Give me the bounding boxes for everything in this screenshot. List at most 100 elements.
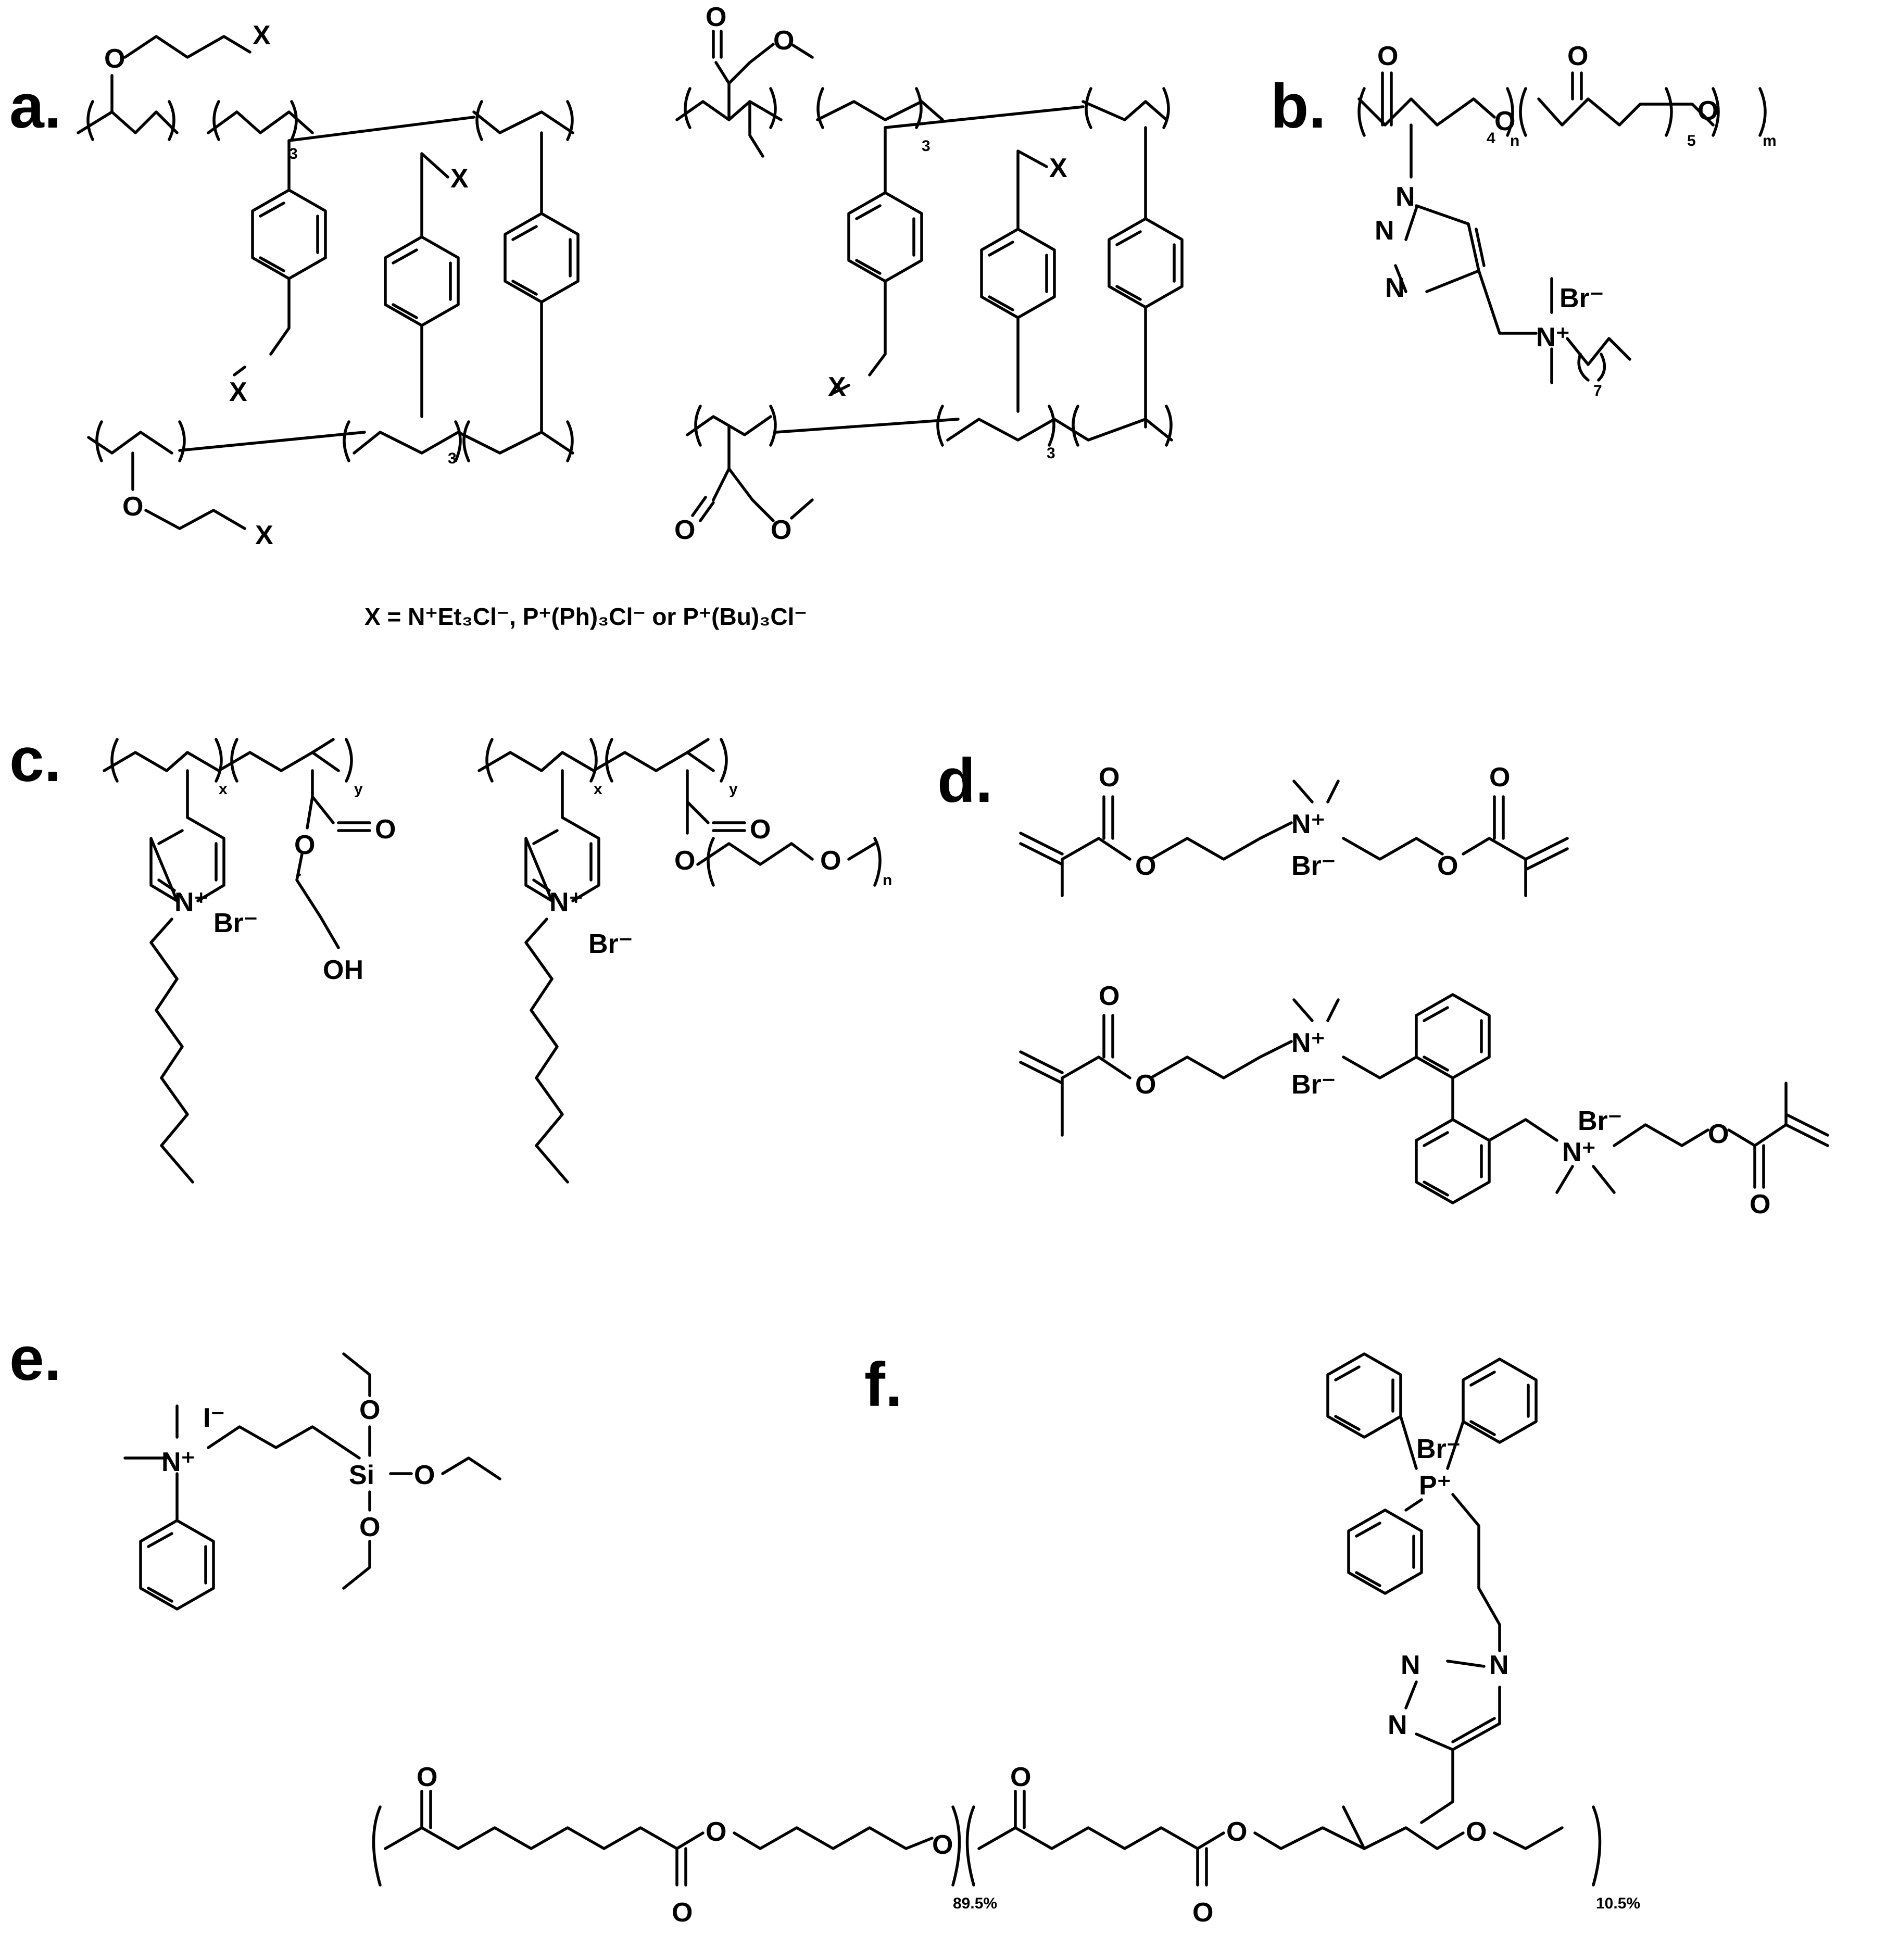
panel-c-left-sub-x: x (219, 781, 228, 798)
panel-c-right-alkyl (524, 918, 569, 1184)
panel-f-carbonyls-2 (1014, 1790, 1366, 1887)
panel-a-repeat-3-1: 3 (289, 145, 298, 162)
panel-a-left-top-brackets (86, 100, 574, 141)
panel-b-sub-7: 7 (1593, 382, 1602, 399)
panel-a-ether-o: O (104, 44, 125, 74)
panel-f-pct-1: 89.5% (953, 1895, 997, 1912)
panel-d-bottom-o-link-1: O (1135, 1070, 1156, 1100)
panel-e-o-3: O (359, 1512, 380, 1542)
panel-e: e. N⁺ I⁻ Si O O O (9, 1324, 501, 1611)
panel-f-br: Br⁻ (1416, 1434, 1461, 1464)
panel-c-left-oh: OH (323, 955, 363, 985)
panel-a-x-3: X (450, 164, 469, 194)
panel-f: f. P⁺ Br⁻ N N N O O O O 89.5% O O O O 10… (372, 1350, 1640, 1928)
panel-c-left-brackets (110, 738, 353, 783)
panel-b-sub-n: n (1510, 132, 1519, 149)
panel-e-o-1: O (359, 1395, 380, 1425)
panel-a-ester-link-o: O (773, 26, 794, 56)
panel-c-right-brackets (485, 738, 728, 783)
panel-a-ester-carbonyl-o: O (706, 2, 726, 32)
panel-f-n1: N (1489, 1650, 1509, 1680)
panel-d-top-br: Br⁻ (1291, 851, 1336, 881)
panel-d-top-o-link-1: O (1135, 851, 1156, 881)
panel-b-label: b. (1271, 71, 1326, 141)
panel-f-o-5: O (1010, 1762, 1031, 1792)
panel-a-repeat-3-2: 3 (448, 450, 457, 467)
panel-c-right-sub-n: n (883, 872, 892, 889)
panel-f-o-4: O (932, 1830, 953, 1860)
panel-f-p-plus: P⁺ (1419, 1471, 1451, 1501)
panel-d-label: d. (937, 746, 993, 815)
panel-d-top-right-methacrylate (1342, 795, 1569, 897)
panel-f-backbone-1 (384, 1826, 934, 1850)
panel-b-sub-5: 5 (1687, 132, 1696, 149)
panel-c-left-sub-y: y (354, 781, 363, 798)
panel-c-right-peg (686, 738, 876, 866)
panel-b-sub-m: m (1763, 132, 1777, 149)
panel-c-right-sub-y: y (729, 781, 738, 798)
panel-d-top-o-link-2: O (1437, 851, 1458, 881)
panel-c-label: c. (9, 725, 61, 795)
panel-a-ring-2 (384, 152, 460, 418)
panel-b-n2: N (1375, 216, 1394, 246)
panel-d-bottom-o-carbonyl-2: O (1750, 1189, 1770, 1220)
panel-d-top-o-carbonyl-2: O (1489, 762, 1510, 793)
panel-a-right-top-crosslink (884, 105, 1085, 129)
panel-a-label: a. (9, 71, 61, 141)
panel-d-bottom-right-methacrylate (1613, 1082, 1829, 1189)
panel-f-o-1: O (417, 1762, 437, 1792)
panel-b-br: Br⁻ (1560, 283, 1604, 313)
panel-e-propyl (207, 1425, 361, 1460)
panel-c-left-alkyl (149, 918, 194, 1184)
panel-d-top-ammonium-methyls (1292, 780, 1340, 803)
panel-d-top-o-carbonyl-1: O (1099, 762, 1120, 793)
panel-a-left-bottom-chain (87, 431, 574, 455)
panel-b-backbone (1357, 97, 1715, 127)
panel-f-phenyl-2 (1446, 1358, 1538, 1470)
panel-e-iodide: I⁻ (203, 1403, 225, 1433)
panel-c-left-o-link: O (294, 830, 315, 860)
panel-e-o-2: O (414, 1460, 435, 1490)
panel-b-o-2: O (1494, 106, 1515, 136)
panel-c-right-n-plus: N⁺ (549, 887, 583, 918)
panel-a-legend: X = N⁺Et₃Cl⁻, P⁺(Ph)₃Cl⁻ or P⁺(Bu)₃Cl⁻ (364, 603, 807, 630)
panel-d-top-n-plus: N⁺ (1291, 809, 1325, 839)
panel-f-propyl-linker (1451, 1493, 1501, 1652)
panel-a-ring-5 (980, 149, 1056, 413)
panel-f-o-7: O (1226, 1817, 1247, 1847)
panel-b-o-3: O (1567, 41, 1588, 71)
panel-a-right-ester-top (712, 30, 814, 121)
panel-d-bottom-ammonium-1-methyls (1292, 998, 1340, 1022)
panel-f-carbonyls-1 (420, 1790, 687, 1887)
panel-d-bottom-ammonium-2-methyls (1555, 1165, 1616, 1194)
panel-b-n3: N (1385, 273, 1405, 303)
panel-f-o-6: O (1192, 1898, 1213, 1928)
panel-f-o-3: O (706, 1817, 726, 1847)
panel-a-repeat-3-3: 3 (922, 137, 930, 155)
panel-a-x-4: X (255, 520, 273, 550)
panel-c-left-hema (295, 738, 371, 949)
panel-b-carbonyls (1381, 71, 1583, 127)
panel-a-repeat-3-4: 3 (1047, 445, 1055, 462)
panel-c-right-peg-brackets (707, 837, 882, 887)
panel-d-biphenyl (1342, 993, 1558, 1204)
panel-d-bottom-br-2: Br⁻ (1578, 1106, 1622, 1136)
panel-a-ether-o-2: O (122, 492, 143, 522)
panel-c-right-o-link: O (674, 846, 695, 876)
panel-a: a. O X 3 X X O X 3 (9, 2, 1184, 630)
panel-a-left-top-crosslink (287, 116, 475, 142)
panel-b-ammonium (1477, 269, 1631, 384)
panel-e-siloxanes (342, 1352, 501, 1590)
panel-a-right-bottom-chain (686, 415, 1173, 442)
panel-a-ring-4 (832, 126, 923, 395)
panel-f-n2: N (1401, 1650, 1420, 1680)
panel-f-phenyl-1 (1326, 1352, 1418, 1470)
panel-a-ring-3 (504, 131, 580, 434)
panel-b-sub-4: 4 (1487, 130, 1495, 147)
panel-b-brackets (1357, 87, 1767, 137)
panel-f-phenyl-3 (1347, 1498, 1423, 1595)
panel-d-bottom-left-methacrylate (1019, 1014, 1293, 1137)
panel-d-bottom-n-plus-2: N⁺ (1562, 1137, 1596, 1167)
panel-d-bottom-n-plus-1: N⁺ (1291, 1028, 1325, 1058)
